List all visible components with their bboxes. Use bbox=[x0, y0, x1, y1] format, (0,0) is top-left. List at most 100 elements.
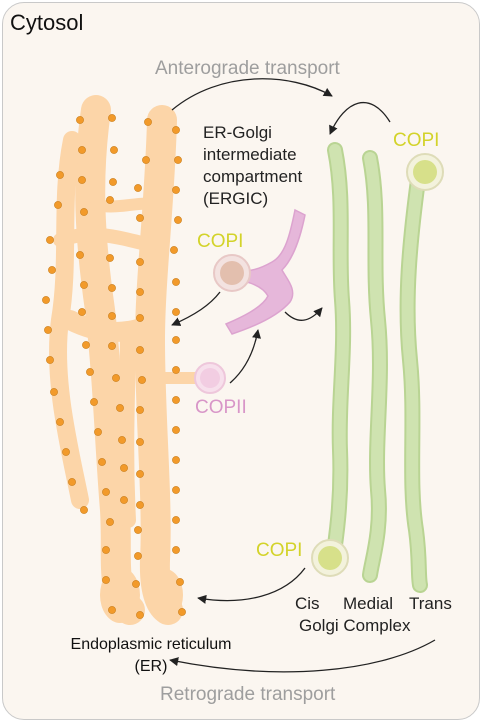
arrow-cis-copi-to-er bbox=[197, 567, 306, 604]
golgi-medial-label: Medial bbox=[343, 594, 394, 613]
ribosome-dot bbox=[172, 366, 180, 374]
ribosome-dot bbox=[86, 368, 94, 376]
anterograde-label: Anterograde transport bbox=[155, 58, 340, 79]
copi-label-trans: COPI bbox=[393, 130, 440, 151]
ribosome-dot bbox=[172, 486, 180, 494]
ribosome-dot bbox=[110, 146, 118, 154]
ribosome-dot bbox=[102, 576, 110, 584]
ribosome-dot bbox=[136, 288, 144, 296]
ribosome-dot bbox=[80, 281, 88, 289]
cytosol-title: Cytosol bbox=[10, 10, 84, 35]
ribosome-dot bbox=[106, 254, 114, 262]
er-label-line1: Endoplasmic reticulum bbox=[70, 636, 232, 653]
arrow-copii-to-ergic bbox=[229, 329, 262, 384]
ribosome-dot bbox=[136, 501, 144, 509]
ribosome-dot bbox=[78, 176, 86, 184]
ribosome-dot bbox=[98, 458, 106, 466]
ribosome-dot bbox=[136, 314, 144, 322]
copi-label-cis: COPI bbox=[256, 540, 303, 561]
ribosome-dot bbox=[136, 258, 144, 266]
arrow-ergic-to-cis bbox=[284, 307, 323, 321]
copi-vesicle-ergic bbox=[213, 254, 251, 292]
ribosome-dot bbox=[46, 356, 54, 364]
ribosome-dot bbox=[142, 156, 150, 164]
ribosome-dot bbox=[54, 201, 62, 209]
ribosome-dot bbox=[172, 336, 180, 344]
endoplasmic-reticulum bbox=[49, 95, 211, 625]
er-label: Endoplasmic reticulum (ER) bbox=[45, 634, 257, 678]
ribosome-dot bbox=[76, 116, 84, 124]
ribosome-dot bbox=[106, 196, 114, 204]
copi-vesicle-trans bbox=[406, 153, 444, 191]
ribosome-dot bbox=[134, 184, 142, 192]
ribosome-dot bbox=[94, 428, 102, 436]
ribosome-dot bbox=[136, 406, 144, 414]
ribosome-dot bbox=[56, 418, 64, 426]
ribosome-dot bbox=[90, 398, 98, 406]
ribosome-dot bbox=[78, 308, 86, 316]
retrograde-label: Retrograde transport bbox=[160, 684, 336, 705]
ribosome-dot bbox=[109, 178, 117, 186]
ribosome-dot bbox=[172, 126, 180, 134]
ribosome-dot bbox=[178, 608, 186, 616]
ribosome-dot bbox=[132, 580, 140, 588]
ribosome-dot bbox=[174, 216, 182, 224]
ribosome-dot bbox=[138, 376, 146, 384]
ribosome-dot bbox=[108, 284, 116, 292]
copi-label-ergic: COPI bbox=[197, 231, 244, 252]
ribosome-dot bbox=[172, 546, 180, 554]
ribosome-dot bbox=[108, 312, 116, 320]
ribosome-dot bbox=[136, 611, 144, 619]
ribosome-dot bbox=[172, 456, 180, 464]
copii-label: COPII bbox=[195, 397, 247, 418]
ribosome-dot bbox=[50, 388, 58, 396]
ribosome-dot bbox=[56, 171, 64, 179]
ribosome-dot bbox=[46, 236, 54, 244]
golgi-stack bbox=[324, 142, 428, 593]
ribosome-dot bbox=[78, 146, 86, 154]
golgi-cis-label: Cis bbox=[295, 594, 320, 613]
ergic-label-line3: compartment bbox=[203, 167, 303, 186]
ribosome-dot bbox=[136, 438, 144, 446]
ribosome-dot bbox=[174, 156, 182, 164]
ribosome-dot bbox=[116, 404, 124, 412]
ribosome-dot bbox=[102, 546, 110, 554]
ribosome-dot bbox=[42, 296, 50, 304]
ribosome-dot bbox=[172, 308, 180, 316]
ribosome-dots bbox=[42, 114, 186, 619]
ribosome-dot bbox=[76, 251, 84, 259]
ribosome-dot bbox=[118, 436, 126, 444]
ribosome-dot bbox=[112, 374, 120, 382]
ribosome-dot bbox=[136, 214, 144, 222]
ribosome-dot bbox=[106, 518, 114, 526]
ribosome-dot bbox=[134, 526, 142, 534]
ribosome-dot bbox=[80, 506, 88, 514]
ribosome-dot bbox=[176, 578, 184, 586]
ribosome-dot bbox=[134, 552, 142, 560]
ribosome-dot bbox=[68, 478, 76, 486]
ribosome-dot bbox=[172, 186, 180, 194]
copi-vesicle-cis bbox=[311, 539, 349, 577]
anterograde-arrow-er-to-golgi bbox=[171, 78, 333, 111]
ribosome-dot bbox=[82, 341, 90, 349]
ergic-label-line4: (ERGIC) bbox=[203, 189, 269, 208]
ribosome-dot bbox=[144, 118, 152, 126]
golgi-trans-label: Trans bbox=[409, 594, 452, 613]
ribosome-dot bbox=[172, 426, 180, 434]
ribosome-dot bbox=[136, 346, 144, 354]
ribosome-dot bbox=[102, 488, 110, 496]
ergic-label-line1: ER-Golgi bbox=[203, 123, 272, 142]
ribosome-dot bbox=[44, 326, 52, 334]
ribosome-dot bbox=[108, 114, 116, 122]
ribosome-dot bbox=[120, 496, 128, 504]
ergic-label: ER-Golgi intermediate compartment (ERGIC… bbox=[203, 122, 302, 210]
arrow-trans-to-cis bbox=[329, 102, 391, 135]
ribosome-dot bbox=[172, 278, 180, 286]
ergic-compartment bbox=[224, 208, 306, 335]
ribosome-dot bbox=[120, 464, 128, 472]
ribosome-dot bbox=[170, 246, 178, 254]
er-label-line2: (ER) bbox=[134, 658, 168, 675]
ribosome-dot bbox=[48, 266, 56, 274]
ribosome-dot bbox=[136, 470, 144, 478]
